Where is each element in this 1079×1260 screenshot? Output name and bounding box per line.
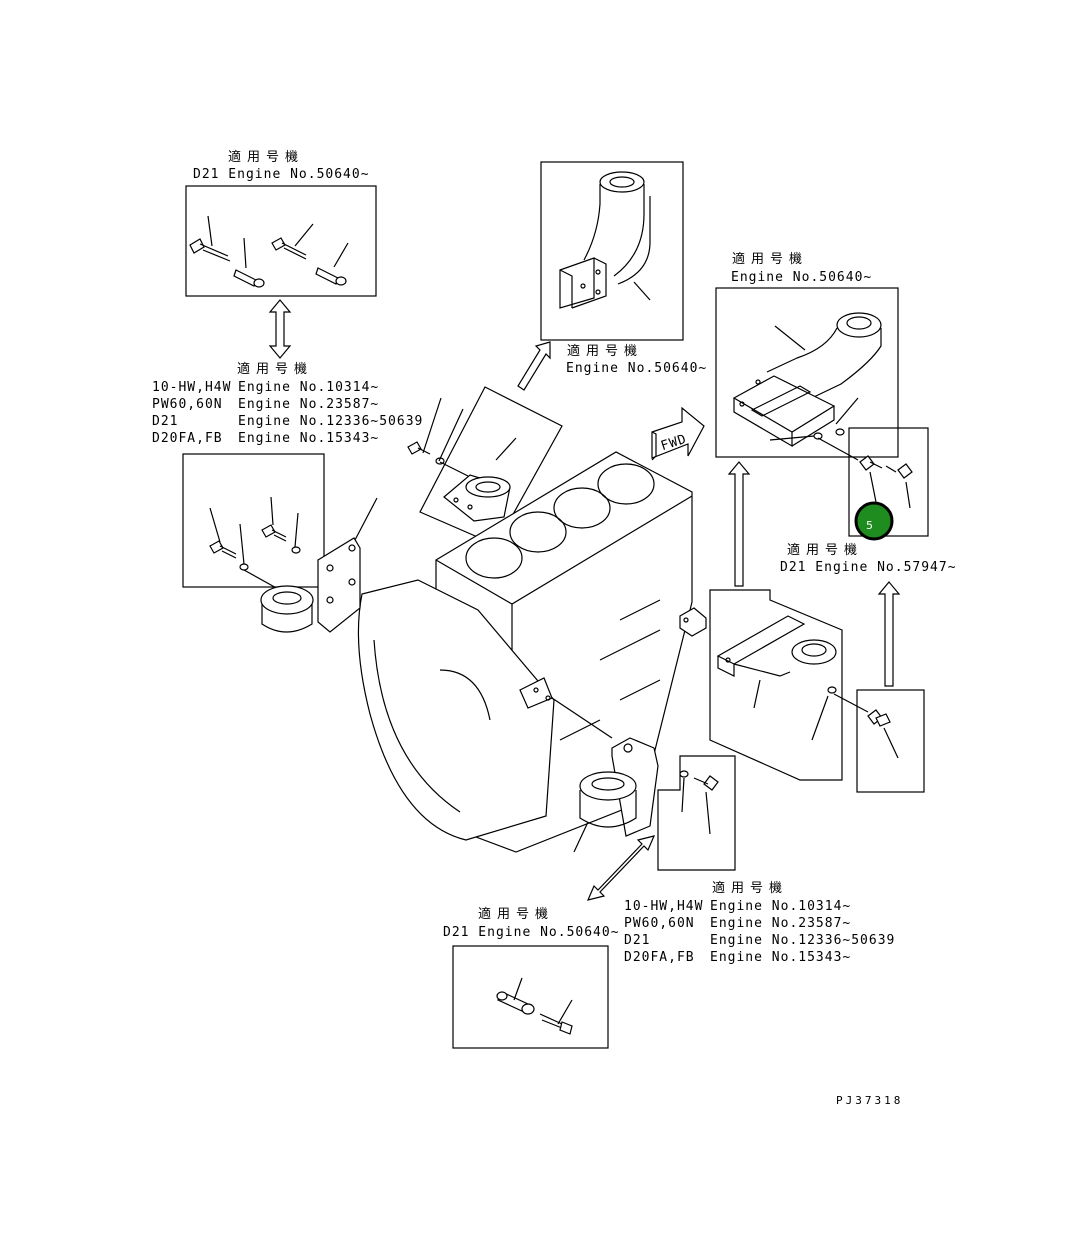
detail-box-right-bottom-small [856, 689, 925, 793]
bracket-elbow-right-top [732, 312, 882, 461]
double-arrow-bottom [586, 835, 656, 901]
detail-box-bottom-left [452, 945, 609, 1049]
detail-box-top-left [185, 185, 377, 297]
bolt-washer-set-bottom [679, 770, 719, 835]
detail-box-left [182, 453, 325, 588]
detail-box-top-center [540, 161, 684, 341]
bushing-bolt-set-bottom-left [496, 977, 573, 1035]
callout-right-mid: D21 Engine No.57947~ [780, 560, 957, 575]
right-table-engine-4: Engine No.15343~ [710, 950, 851, 965]
callout-right-top: Engine No.50640~ [731, 270, 872, 285]
bracket-plate-center [407, 397, 517, 522]
model-table-right: 10-HW,H4W Engine No.10314~ PW60,60N Engi… [624, 899, 895, 965]
right-table-engine-1: Engine No.10314~ [710, 899, 851, 914]
bolt-right-bottom [867, 709, 899, 759]
arrow-top-center [517, 341, 551, 391]
jp-label-top-left: 適用号機 [228, 149, 304, 165]
drawing-id: PJ37318 [836, 1094, 903, 1107]
callout-top-left: D21 Engine No.50640~ [193, 167, 370, 182]
jp-label-top-center: 適用号機 [567, 343, 643, 359]
detail-box-right-small [848, 427, 929, 537]
bracket-right-bottom [716, 615, 869, 741]
jp-label-right-top: 適用号機 [732, 251, 808, 267]
detail-box-right-bottom [709, 589, 843, 781]
jp-label-bottom-left: 適用号機 [478, 906, 554, 922]
part-marker-5[interactable]: 5 [854, 501, 894, 541]
mount-bracket-bottom [573, 737, 659, 853]
left-table-engine-2: Engine No.23587~ [238, 397, 379, 412]
detail-box-right-top [715, 287, 899, 458]
left-table-engine-3: Engine No.12336~50639 [238, 414, 423, 429]
right-table-model-1: 10-HW,H4W [624, 899, 703, 914]
right-table-model-4: D20FA,FB [624, 950, 695, 965]
bolt-bushing-set-top-left [189, 215, 349, 288]
jp-label-left-table: 適用号機 [237, 361, 313, 377]
left-table-model-1: 10-HW,H4W [152, 380, 231, 395]
left-table-model-2: PW60,60N [152, 397, 223, 412]
part-marker-number[interactable]: 5 [866, 519, 873, 532]
right-table-model-3: D21 [624, 933, 650, 948]
callout-bottom-left: D21 Engine No.50640~ [443, 925, 620, 940]
double-arrow-left [268, 299, 292, 359]
fwd-sign: FWD [651, 406, 705, 461]
arrow-far-right-vertical [877, 581, 901, 687]
left-table-model-4: D20FA,FB [152, 431, 223, 446]
part-marker-circle[interactable] [854, 501, 894, 541]
jp-label-right-mid: 適用号機 [787, 542, 863, 558]
left-table-model-3: D21 [152, 414, 178, 429]
bolt-set-right [859, 455, 913, 509]
right-table-model-2: PW60,60N [624, 916, 695, 931]
callout-top-center: Engine No.50640~ [566, 361, 707, 376]
left-table-engine-1: Engine No.10314~ [238, 380, 379, 395]
model-table-left: 10-HW,H4W Engine No.10314~ PW60,60N Engi… [152, 380, 423, 446]
detail-box-bottom-right [657, 755, 736, 871]
right-table-engine-2: Engine No.23587~ [710, 916, 851, 931]
mount-bracket-left [260, 497, 378, 633]
right-table-engine-3: Engine No.12336~50639 [710, 933, 895, 948]
bolt-washer-set-left [209, 496, 301, 591]
jp-label-right-table: 適用号機 [712, 880, 788, 896]
arrow-right-vertical [727, 461, 751, 587]
left-table-engine-4: Engine No.15343~ [238, 431, 379, 446]
bracket-elbow-top-center [559, 171, 651, 309]
